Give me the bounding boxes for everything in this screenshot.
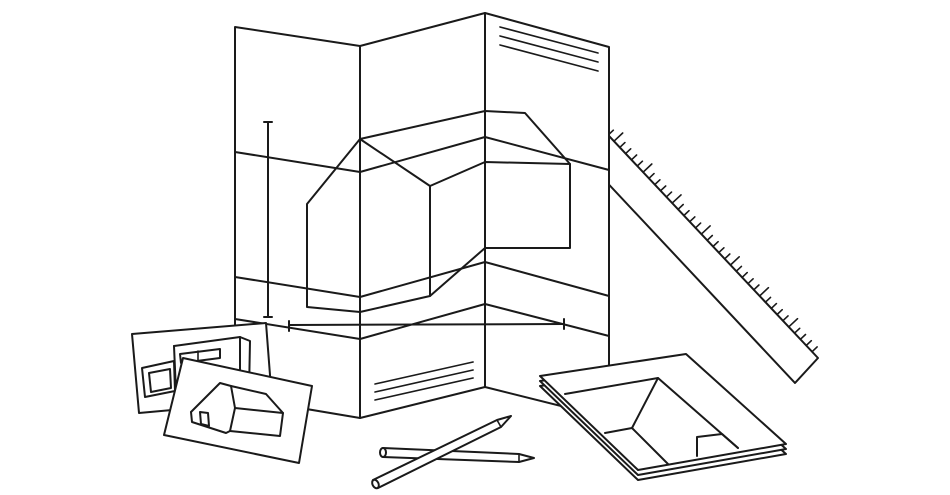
plan-booklet-icon bbox=[539, 353, 787, 481]
house-sketch-icon bbox=[306, 110, 571, 313]
blueprint-panel-middle bbox=[359, 12, 486, 419]
pencil-icon bbox=[371, 415, 535, 490]
photo-card-icon bbox=[131, 322, 313, 464]
blueprint-panel-right bbox=[484, 12, 610, 419]
folded-blueprint-icon bbox=[234, 12, 610, 419]
